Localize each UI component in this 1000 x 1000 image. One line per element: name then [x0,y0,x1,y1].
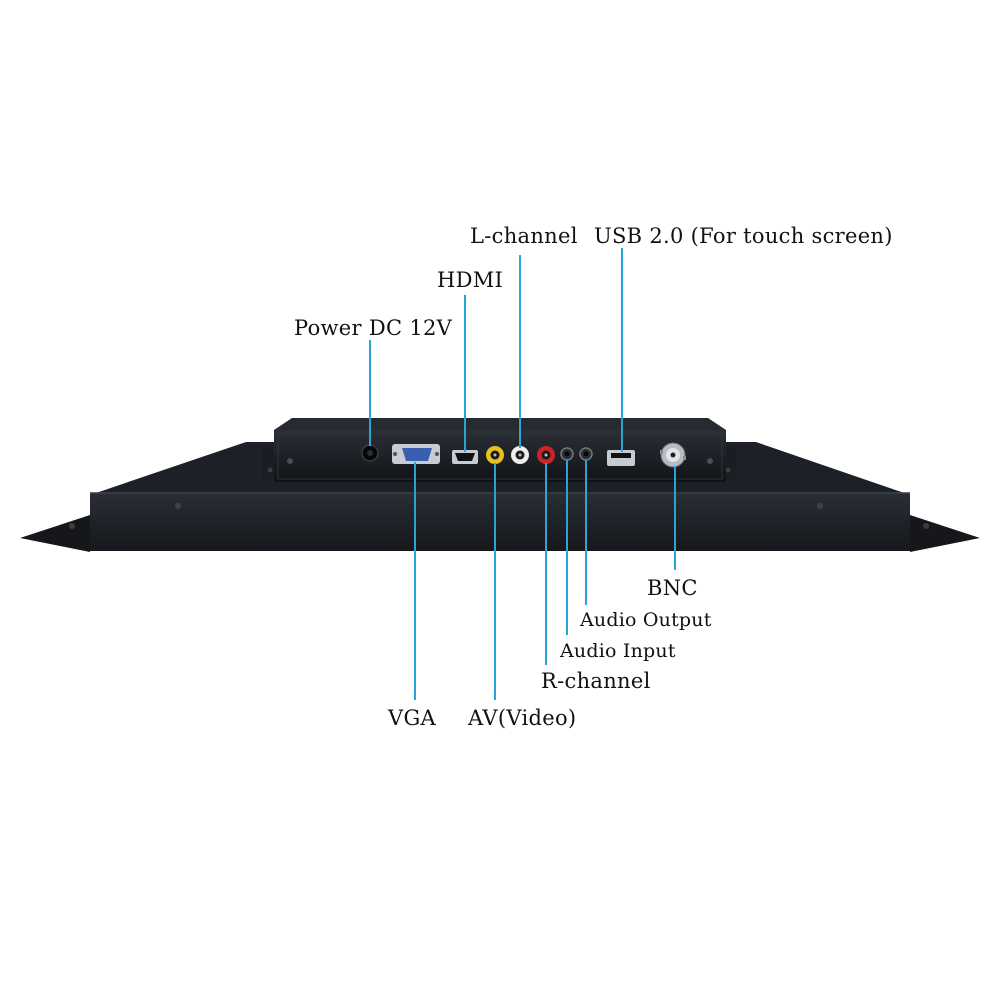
label-r-channel: R-channel [541,669,651,693]
av-video-jack [486,446,504,464]
label-audio-output: Audio Output [580,609,712,631]
label-l-channel: L-channel [470,224,578,248]
hdmi-port [452,450,478,464]
l-channel-jack [511,446,529,464]
usb-port [607,450,635,466]
label-power: Power DC 12V [294,316,453,340]
label-audio-input: Audio Input [560,640,676,662]
label-bnc: BNC [647,576,698,600]
label-usb: USB 2.0 (For touch screen) [594,224,893,248]
power-dc-jack [361,444,379,462]
audio-output-jack [579,447,593,461]
label-vga: VGA [388,706,437,730]
audio-input-jack [560,447,574,461]
leader-lines [369,248,676,700]
label-hdmi: HDMI [437,268,504,292]
right-mounting-flange [910,515,980,552]
label-av-video: AV(Video) [468,706,577,730]
r-channel-jack [537,446,555,464]
left-mounting-flange [20,515,90,552]
vga-port [392,444,440,464]
bnc-connector [660,442,686,468]
io-box-top [274,418,726,430]
monitor-front-face [90,493,910,551]
